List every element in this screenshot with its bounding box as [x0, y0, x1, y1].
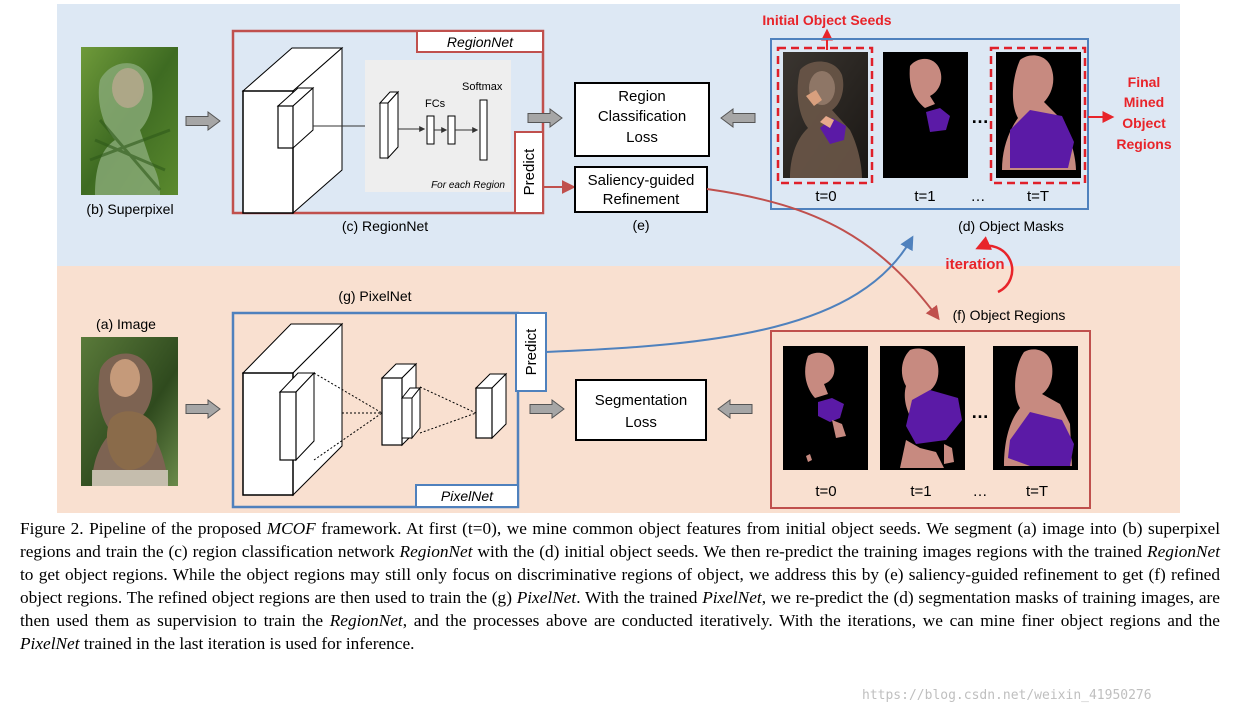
superpixel-label: (b) Superpixel	[86, 201, 173, 217]
initial-seeds-label: Initial Object Seeds	[762, 12, 891, 28]
mask-t1	[883, 52, 968, 178]
mask-t0-image	[783, 52, 868, 178]
caption-italic: RegionNet	[329, 611, 403, 630]
mask-t0-label: t=0	[815, 188, 836, 205]
image-label: (a) Image	[96, 316, 156, 332]
mask-tT-label: t=T	[1027, 188, 1049, 205]
caption-text: . With the trained	[576, 588, 703, 607]
fcs-label: FCs	[425, 98, 446, 110]
region-tT	[993, 346, 1078, 470]
pixelnet-encoder-block	[241, 322, 344, 497]
predict-tab-top	[514, 131, 544, 214]
caption-italic: RegionNet	[1147, 542, 1220, 561]
refinement-to-regions-arrow	[706, 188, 940, 321]
softmax-layer	[479, 99, 488, 161]
final-dashed-box	[989, 46, 1087, 185]
for-each-region-label: For each Region	[431, 180, 505, 191]
caption-text: trained in the last iteration is used fo…	[79, 634, 415, 653]
caption-italic: PixelNet	[702, 588, 762, 607]
saliency-line2: Refinement	[603, 191, 681, 208]
region-loss-line1: Region	[618, 88, 666, 105]
saliency-line1: Saliency-guided	[588, 172, 695, 189]
region-loss-line3: Loss	[626, 129, 658, 146]
mask-tT	[996, 52, 1081, 178]
region-t0-label: t=0	[815, 483, 836, 500]
seg-loss-line1: Segmentation	[595, 392, 688, 409]
pixelnet-tag	[415, 484, 519, 508]
caption-text: framework. At first (t=0), we mine commo…	[20, 519, 1220, 561]
pixelnet-output-block	[474, 372, 508, 440]
object-masks-frame	[770, 38, 1089, 210]
pixelnet-mid-block	[380, 362, 422, 447]
regionnet-caption: (c) RegionNet	[342, 218, 428, 234]
region-loss-line2: Classification	[598, 108, 686, 125]
pixelnet-dotted-connectors	[313, 372, 477, 461]
input-image	[81, 337, 178, 486]
pixelnet-caption: (g) PixelNet	[338, 288, 411, 304]
object-masks-label: (d) Object Masks	[958, 218, 1064, 234]
mask-dots-label: …	[971, 188, 986, 205]
caption-italic: MCOF	[266, 519, 316, 538]
seg-loss-box	[575, 379, 707, 441]
object-regions-frame	[770, 330, 1091, 509]
seeds-dashed-box	[776, 46, 874, 185]
saliency-e-label: (e)	[632, 217, 649, 233]
superpixel-image	[81, 47, 178, 195]
figure-caption: Figure 2. Pipeline of the proposed MCOF …	[20, 517, 1220, 655]
region-t0	[783, 346, 868, 470]
predict-tab-bottom	[515, 312, 547, 392]
pipeline-diagram: (b) Superpixel RegionNet FCs Softmax For…	[57, 4, 1180, 513]
region-dots-label: …	[973, 483, 988, 500]
watermark-url: https://blog.csdn.net/weixin_41950276	[862, 688, 1152, 703]
regionnet-conv-block	[241, 46, 344, 215]
caption-text: , we re-predict the (d) segmentation mas…	[20, 588, 1220, 630]
final-line2: Mined	[1124, 94, 1164, 110]
pixelnet-frame	[231, 311, 520, 509]
predict-bottom-label: Predict	[523, 328, 540, 376]
region-t1	[880, 346, 965, 470]
roi-block	[378, 90, 400, 160]
caption-italic: PixelNet	[20, 634, 80, 653]
region-tT-label: t=T	[1026, 483, 1048, 500]
region-t1-label: t=1	[910, 483, 931, 500]
regions-ellipsis: …	[971, 402, 989, 422]
caption-italic: RegionNet	[399, 542, 473, 561]
final-line1: Final	[1128, 74, 1161, 90]
caption-text: Figure 2. Pipeline of the proposed	[20, 519, 267, 538]
iteration-loop-arrow	[975, 236, 1014, 294]
pixelnet-tag-label: PixelNet	[441, 488, 494, 504]
caption-text: with the (d) initial object seeds. We th…	[472, 542, 1148, 561]
fc-layer-1	[426, 115, 435, 145]
regionnet-tag-label: RegionNet	[447, 34, 514, 50]
fc-layer-2	[447, 115, 456, 145]
seg-loss-line2: Loss	[625, 414, 657, 431]
masks-ellipsis: …	[971, 107, 989, 127]
final-line3: Object	[1122, 115, 1166, 131]
regionnet-tag	[416, 30, 544, 53]
caption-text: , and the processes above are conducted …	[402, 611, 1220, 630]
pixelnet-predict-to-masks-arrow	[545, 235, 914, 353]
final-line4: Regions	[1116, 136, 1171, 152]
softmax-label: Softmax	[462, 81, 503, 93]
mask-t1-label: t=1	[914, 188, 935, 205]
object-regions-label: (f) Object Regions	[953, 307, 1066, 323]
predict-top-label: Predict	[521, 148, 538, 196]
caption-text: to get object regions. While the object …	[20, 565, 1220, 607]
region-loss-box	[574, 82, 710, 157]
iteration-label: iteration	[945, 256, 1004, 273]
caption-italic: PixelNet	[516, 588, 577, 607]
